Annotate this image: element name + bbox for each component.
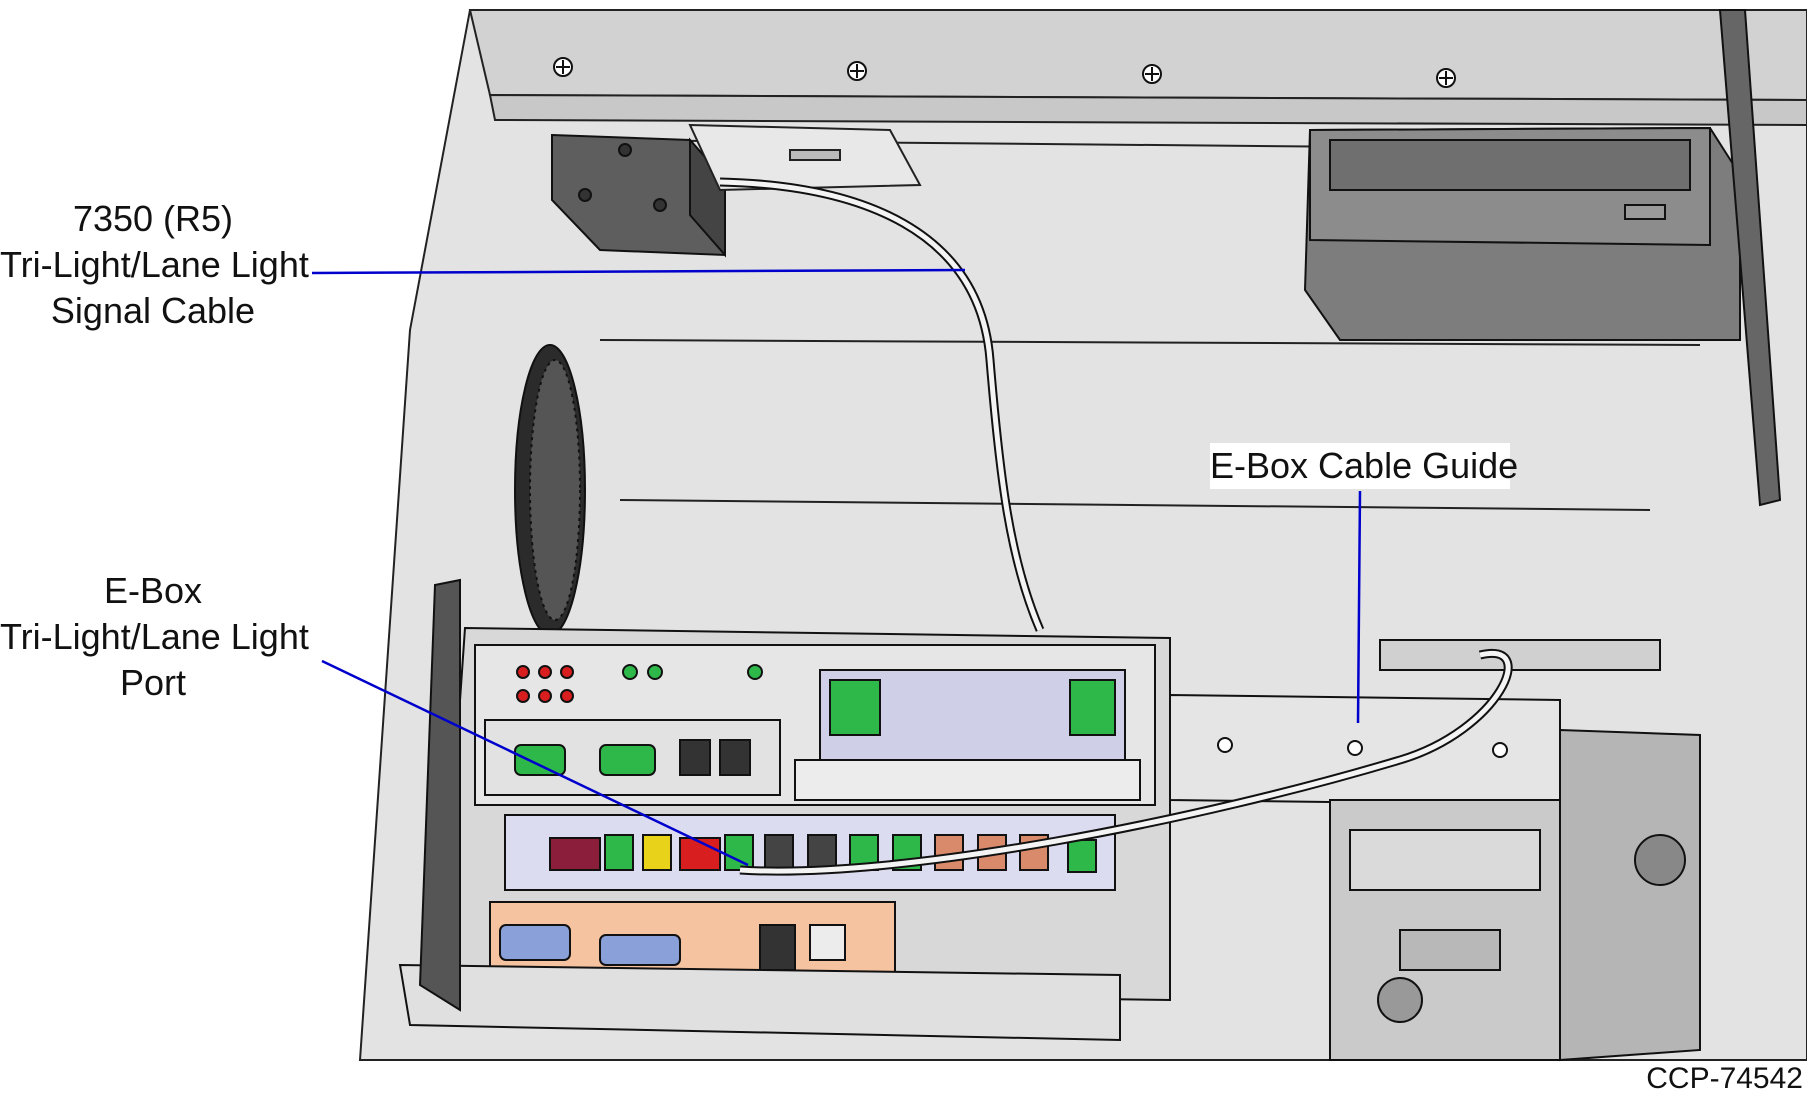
tri-light-signal-cable xyxy=(719,177,1513,876)
tri-light-controller-box xyxy=(551,133,726,258)
callout-signal-cable-line1: 7350 (R5) xyxy=(72,198,234,239)
ebox-cable-guide xyxy=(1169,693,1561,807)
leader-line-ebox-port xyxy=(321,659,749,867)
callout-leader-lines xyxy=(311,268,1362,867)
callout-signal-cable: 7350 (R5) Tri-Light/Lane Light Signal Ca… xyxy=(0,196,309,334)
leader-line-signal-cable xyxy=(311,268,966,275)
controller-bracket xyxy=(688,123,922,192)
optical-drive xyxy=(1303,126,1741,341)
callout-ebox-port: E-Box Tri-Light/Lane Light Port xyxy=(0,568,309,706)
top-rail-screws xyxy=(553,57,1456,88)
side-door-panel xyxy=(418,578,461,1012)
printer-mechanism xyxy=(1329,639,1701,1062)
callout-cable-guide: E-Box Cable Guide xyxy=(1210,443,1519,489)
callout-cable-guide-text: E-Box Cable Guide xyxy=(1210,445,1519,486)
fan-grille xyxy=(514,344,586,636)
ebox-chassis xyxy=(398,626,1171,1042)
callout-ebox-port-line3: Port xyxy=(119,662,187,703)
leader-line-cable-guide xyxy=(1356,490,1362,724)
callout-signal-cable-line3: Signal Cable xyxy=(50,290,256,331)
callout-ebox-port-line2: Tri-Light/Lane Light xyxy=(0,616,309,657)
callout-signal-cable-line2: Tri-Light/Lane Light xyxy=(0,244,309,285)
gas-strut xyxy=(1718,9,1782,507)
callout-ebox-port-line1: E-Box xyxy=(103,570,203,611)
figure-id: CCP-74542 xyxy=(1646,1062,1803,1095)
